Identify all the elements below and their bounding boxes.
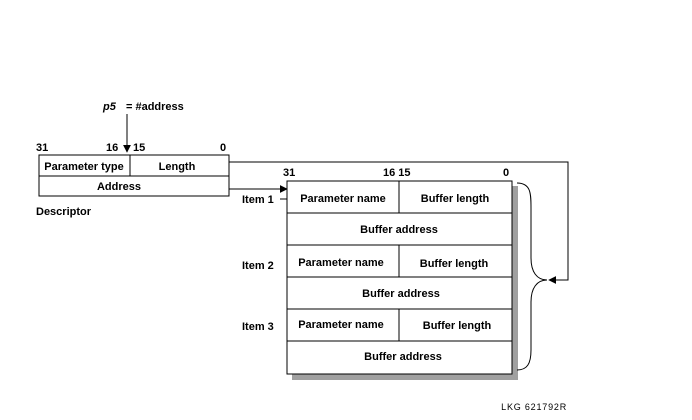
item-buffer-address: Buffer address	[360, 224, 438, 236]
pointer-annotation: p5 = #address	[102, 101, 184, 153]
item-label: Item 3	[242, 321, 274, 333]
item-list-bit-0: 0	[503, 167, 509, 179]
length-loop-arrow	[229, 161, 569, 284]
descriptor-bit-15: 15	[133, 142, 145, 154]
item-3: Item 3 Parameter name Buffer length Buff…	[242, 319, 491, 363]
item-parameter-name: Parameter name	[298, 257, 384, 269]
descriptor-parameter-type: Parameter type	[44, 161, 124, 173]
descriptor-bit-31: 31	[36, 142, 48, 154]
descriptor-address: Address	[97, 181, 141, 193]
item-label: Item 2	[242, 260, 274, 272]
pointer-register: p5	[102, 101, 117, 113]
item-parameter-name: Parameter name	[298, 319, 384, 331]
descriptor: 31 16 15 0 Parameter type Length Address…	[36, 142, 230, 218]
item-list-bit-16-15: 16 15	[383, 167, 411, 179]
item-buffer-address: Buffer address	[364, 351, 442, 363]
item-list-brace	[516, 182, 548, 371]
item-buffer-length: Buffer length	[423, 320, 492, 332]
descriptor-caption: Descriptor	[36, 206, 92, 218]
descriptor-bit-16: 16	[106, 142, 118, 154]
pointer-equals-address: = #address	[126, 101, 184, 113]
descriptor-bit-0: 0	[220, 142, 226, 154]
descriptor-length: Length	[159, 161, 196, 173]
item-1: Item 1 Parameter name Buffer length Buff…	[242, 193, 489, 236]
item-buffer-length: Buffer length	[420, 258, 489, 270]
item-2: Item 2 Parameter name Buffer length Buff…	[242, 257, 488, 300]
figure-id: LKG 621792R	[501, 402, 567, 412]
item-label: Item 1	[242, 194, 274, 206]
item-list-bit-31: 31	[283, 167, 295, 179]
item-list: 31 16 15 0 Item 1 Parameter name Buffer …	[242, 167, 518, 380]
item-buffer-length: Buffer length	[421, 193, 490, 205]
item-parameter-name: Parameter name	[300, 193, 386, 205]
item-buffer-address: Buffer address	[362, 288, 440, 300]
